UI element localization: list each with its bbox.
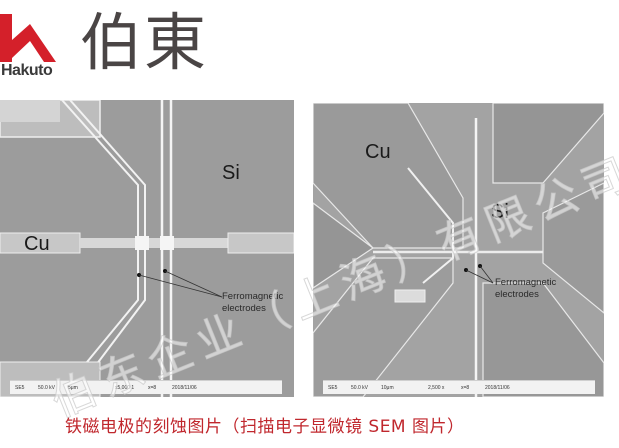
hakuto-logo-icon <box>0 14 56 62</box>
sem-image-left: Cu Si Ferromagnetic electrodes SE5 50.0 … <box>0 100 294 397</box>
figure-caption: 铁磁电极的刻蚀图片（扫描电子显微镜 SEM 图片） <box>65 417 465 437</box>
logo-brand-cn: 伯東 <box>80 6 209 79</box>
sem-pattern-right <box>313 103 604 397</box>
label-si: Si <box>222 162 240 184</box>
sem-databar: SE5 50.0 kV 5μm x5,000 1 x=8 2018/11/06 <box>10 380 282 394</box>
sem-pattern-left <box>0 100 294 397</box>
sem-image-right: Cu Si Ferromagnetic electrodes SE5 50.0 … <box>313 103 604 397</box>
annotation-ferromagnetic-electrodes: Ferromagnetic electrodes <box>222 291 284 314</box>
label-cu: Cu <box>24 233 50 255</box>
logo-brand-en: Hakuto <box>1 62 53 79</box>
sem-databar: SE5 50.0 kV 10μm 2,500 x x=8 2018/11/06 <box>323 380 595 394</box>
hakuto-logo: Hakuto 伯東 <box>0 0 260 90</box>
label-cu: Cu <box>365 141 391 163</box>
annotation-ferromagnetic-electrodes: Ferromagnetic electrodes <box>495 277 557 300</box>
label-si: Si <box>491 201 509 223</box>
